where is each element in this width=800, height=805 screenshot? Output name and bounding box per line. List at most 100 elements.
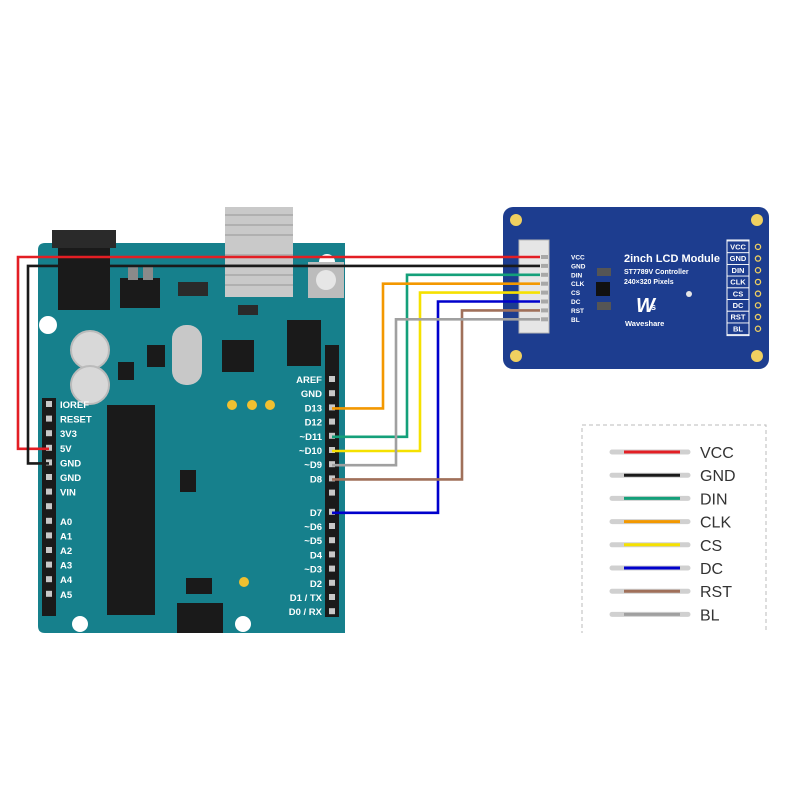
lcd-title: 2inch LCD Module — [624, 253, 720, 265]
arduino-pin — [329, 523, 335, 529]
lcd-connector-label: RST — [571, 308, 584, 315]
icsp-header — [177, 603, 223, 633]
lcd-header-pin — [754, 278, 762, 286]
arduino-pin — [46, 561, 52, 568]
arduino-pin-label: ~D3 — [304, 565, 322, 576]
wire-cs — [332, 291, 540, 453]
arduino-pin-label: GND — [60, 458, 81, 469]
lcd-connector-pin — [541, 263, 548, 268]
arduino-pin — [329, 594, 335, 600]
arduino-pin-label: A5 — [60, 590, 73, 601]
wire-vcc — [16, 255, 540, 451]
capacitor — [70, 365, 110, 405]
lcd-connector-pin — [541, 290, 548, 295]
lcd-header-pin — [754, 266, 762, 274]
lcd-connector-label: GND — [571, 263, 586, 270]
arduino-pin — [46, 532, 52, 539]
lcd-header-pin — [754, 255, 762, 262]
arduino-pin-label: A2 — [60, 546, 72, 557]
arduino-pin — [329, 537, 335, 544]
arduino-pin — [46, 503, 52, 510]
arduino-pin-label: 3V3 — [60, 429, 77, 440]
svg-text:W: W — [636, 295, 657, 317]
arduino-pin — [46, 474, 52, 480]
arduino-pin — [46, 415, 52, 422]
lcd-header-pin — [754, 302, 762, 309]
lcd-connector-pin — [541, 272, 548, 277]
arduino-pin — [329, 418, 335, 425]
arduino-pin — [46, 590, 52, 597]
led — [265, 400, 275, 410]
arduino-pin — [329, 390, 335, 397]
arduino-pin-label: ~D9 — [304, 460, 322, 471]
arduino-pin-label: D1 / TX — [290, 593, 323, 604]
arduino-pin — [46, 401, 52, 407]
arduino-pin-label: ~D10 — [299, 446, 322, 457]
arduino-pin — [329, 376, 335, 382]
arduino-pin-label: 5V — [60, 444, 72, 455]
microcontroller — [107, 405, 155, 615]
lcd-header-label: GND — [730, 254, 747, 263]
lcd-connector-pin — [541, 317, 548, 322]
lcd-connector-label: CLK — [571, 281, 585, 288]
icsp-header — [287, 320, 321, 366]
wire-bl — [332, 318, 540, 467]
arduino-pin — [46, 517, 52, 524]
lcd-connector-pin — [541, 281, 548, 286]
lcd-connector-label: BL — [571, 317, 580, 324]
arduino-pin-label: A3 — [60, 561, 72, 572]
wire-dc — [332, 300, 540, 515]
arduino-pin — [46, 547, 52, 553]
arduino-pin — [329, 489, 335, 496]
arduino-pin-label: ~D6 — [304, 522, 322, 533]
arduino-pin-label: D2 — [310, 579, 322, 590]
mounting-hole — [235, 616, 251, 632]
arduino-pin-label: D8 — [310, 474, 322, 485]
lcd-header-label: VCC — [730, 243, 746, 252]
arduino-pin-label: RESET — [60, 415, 92, 426]
wire-din — [332, 273, 540, 439]
lcd-connector-label: VCC — [571, 255, 585, 262]
lcd-header-pin — [754, 313, 762, 321]
crystal — [172, 325, 202, 385]
arduino-pin — [46, 576, 52, 583]
arduino-pin-label: ~D5 — [304, 536, 322, 547]
lcd-header-pin — [754, 243, 762, 251]
wire-clk — [332, 282, 540, 410]
arduino-pin-label: A0 — [60, 517, 72, 528]
capacitor — [70, 330, 110, 370]
arduino-pin — [329, 565, 335, 572]
lcd-connector-label: DIN — [571, 272, 583, 279]
led — [227, 400, 237, 410]
arduino-pin-label: VIN — [60, 488, 76, 499]
lcd-connector-label: DC — [571, 299, 581, 306]
led — [247, 400, 257, 410]
arduino-pin-label: D7 — [310, 508, 322, 519]
mounting-hole — [72, 616, 88, 632]
arduino-pin-label: AREF — [296, 375, 322, 386]
waveshare-logo: W s Waveshare — [625, 295, 664, 328]
svg-text:s: s — [651, 302, 656, 312]
arduino-pin-label: D13 — [305, 403, 322, 414]
arduino-pin-label: GND — [60, 473, 81, 484]
legend-label: CLK — [700, 515, 731, 532]
wire-rst — [332, 309, 540, 481]
lcd-connector-pin — [541, 255, 548, 259]
legend-label: DC — [700, 561, 723, 578]
lcd-connector-label: CS — [571, 290, 581, 297]
arduino-pin-label: GND — [301, 389, 322, 400]
arduino-pin — [46, 430, 52, 437]
lcd-connector-pin — [541, 299, 548, 304]
lcd-header-label: RST — [731, 313, 746, 322]
lcd-connector-pin — [541, 308, 548, 313]
legend-label: DIN — [700, 491, 728, 508]
wire-gnd — [26, 264, 540, 465]
voltage-regulator — [120, 278, 160, 308]
